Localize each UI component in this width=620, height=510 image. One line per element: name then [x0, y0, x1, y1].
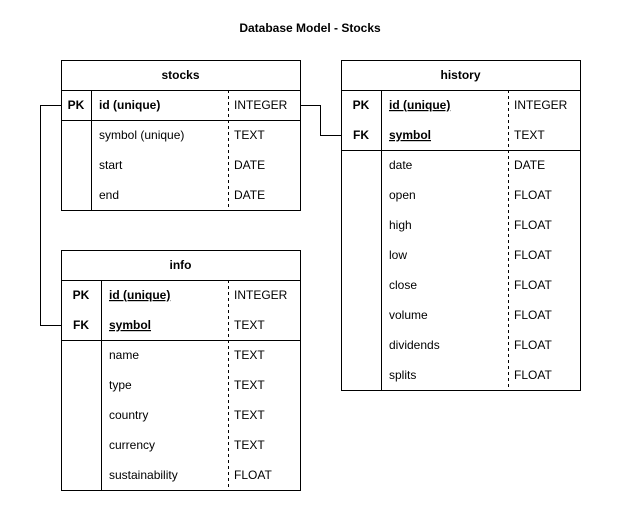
table-title: history [440, 68, 480, 82]
field-name: symbol (unique) [99, 128, 184, 142]
field-name: splits [389, 368, 416, 382]
field-type: FLOAT [234, 468, 272, 482]
field-type: TEXT [514, 128, 545, 142]
field-name: name [109, 348, 139, 362]
table-frame [61, 250, 301, 491]
field-name: volume [389, 308, 428, 322]
field-name: date [389, 158, 413, 172]
relationship-lines [40, 105, 341, 326]
field-type: TEXT [234, 378, 265, 392]
field-type: DATE [234, 188, 265, 202]
field-name: country [109, 408, 148, 422]
field-name: high [389, 218, 412, 232]
field-name: symbol [389, 128, 431, 142]
table-title: info [170, 258, 192, 272]
table-title: stocks [161, 68, 199, 82]
field-type: DATE [514, 158, 545, 172]
field-name: sustainability [109, 468, 178, 482]
field-name: currency [109, 438, 155, 452]
key-label: FK [73, 318, 89, 332]
field-type: FLOAT [514, 278, 552, 292]
field-name: open [389, 188, 416, 202]
diagram-title: Database Model - Stocks [239, 21, 381, 35]
field-name: symbol [109, 318, 151, 332]
table-frame [61, 60, 301, 211]
field-type: FLOAT [514, 308, 552, 322]
relationship-stocks-history [301, 105, 341, 136]
key-label: FK [353, 128, 369, 142]
key-label: PK [73, 288, 90, 302]
field-name: end [99, 188, 119, 202]
field-name: close [389, 278, 417, 292]
field-type: FLOAT [514, 338, 552, 352]
field-type: TEXT [234, 438, 265, 452]
field-name: start [99, 158, 123, 172]
field-type: FLOAT [514, 248, 552, 262]
field-type: TEXT [234, 318, 265, 332]
field-name: type [109, 378, 132, 392]
field-type: TEXT [234, 348, 265, 362]
key-label: PK [353, 98, 370, 112]
field-type: FLOAT [514, 368, 552, 382]
field-name: id (unique) [109, 288, 170, 302]
relationship-stocks-info [40, 105, 61, 326]
field-type: DATE [234, 158, 265, 172]
field-type: FLOAT [514, 188, 552, 202]
field-name: id (unique) [99, 98, 160, 112]
field-type: INTEGER [234, 98, 288, 112]
field-type: FLOAT [514, 218, 552, 232]
field-name: id (unique) [389, 98, 450, 112]
field-type: TEXT [234, 128, 265, 142]
field-type: INTEGER [234, 288, 288, 302]
field-type: TEXT [234, 408, 265, 422]
field-name: dividends [389, 338, 440, 352]
field-type: INTEGER [514, 98, 568, 112]
field-name: low [389, 248, 407, 262]
key-label: PK [68, 98, 85, 112]
